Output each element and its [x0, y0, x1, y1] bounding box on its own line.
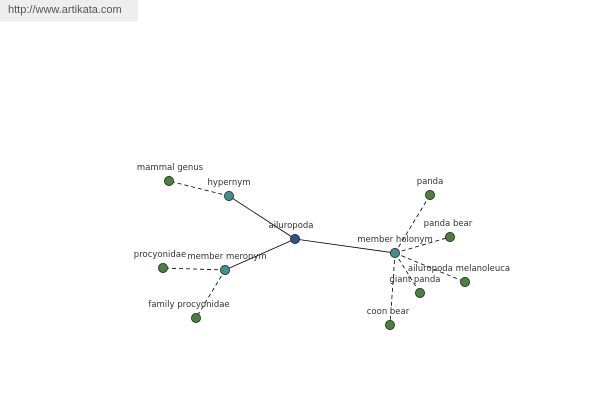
- node-family-procyonidae[interactable]: [191, 313, 201, 323]
- label-hypernym[interactable]: hypernym: [207, 178, 250, 188]
- label-panda[interactable]: panda: [417, 177, 444, 187]
- graph-edges: [162, 180, 466, 326]
- label-giant-panda[interactable]: giant panda: [390, 275, 441, 285]
- label-ailuropoda-melanoleuca[interactable]: ailuropoda melanoleuca: [408, 264, 510, 274]
- node-hypernym[interactable]: [224, 191, 234, 201]
- node-member-meronym[interactable]: [220, 265, 230, 275]
- node-panda[interactable]: [425, 190, 435, 200]
- node-panda-bear[interactable]: [445, 232, 455, 242]
- label-family-procyonidae[interactable]: family procyonidae: [148, 300, 229, 310]
- edge-member-holonym-panda-bear: [394, 236, 451, 254]
- edge-ailuropoda-member-holonym: [294, 238, 396, 254]
- edge-ailuropoda-hypernym: [228, 195, 296, 240]
- graph-nodes: [158, 176, 470, 330]
- label-procyonidae[interactable]: procyonidae: [134, 250, 186, 260]
- node-member-holonym[interactable]: [390, 248, 400, 258]
- site-url-link[interactable]: http://www.artikata.com: [8, 4, 122, 16]
- edge-member-meronym-procyonidae: [162, 267, 226, 271]
- node-coon-bear[interactable]: [385, 320, 395, 330]
- edge-member-holonym-panda: [394, 194, 431, 254]
- node-procyonidae[interactable]: [158, 263, 168, 273]
- node-mammal-genus[interactable]: [164, 176, 174, 186]
- label-ailuropoda[interactable]: ailuropoda: [268, 221, 313, 231]
- edge-member-holonym-coon-bear: [389, 252, 396, 326]
- label-member-holonym[interactable]: member holonym: [357, 235, 432, 245]
- node-giant-panda[interactable]: [415, 288, 425, 298]
- label-coon-bear[interactable]: coon bear: [367, 307, 410, 317]
- url-banner: http://www.artikata.com: [0, 0, 138, 21]
- edge-member-holonym-ailuropoda-melanoleuca: [394, 252, 466, 283]
- node-ailuropoda[interactable]: [290, 234, 300, 244]
- label-panda-bear[interactable]: panda bear: [424, 219, 473, 229]
- edge-hypernym-mammal-genus: [168, 180, 230, 197]
- edge-ailuropoda-member-meronym: [224, 238, 296, 271]
- edge-member-meronym-family-procyonidae: [195, 269, 226, 319]
- label-mammal-genus[interactable]: mammal genus: [137, 163, 204, 173]
- label-member-meronym[interactable]: member meronym: [187, 252, 266, 262]
- edge-member-holonym-giant-panda: [394, 252, 421, 294]
- node-ailuropoda-melanoleuca[interactable]: [460, 277, 470, 287]
